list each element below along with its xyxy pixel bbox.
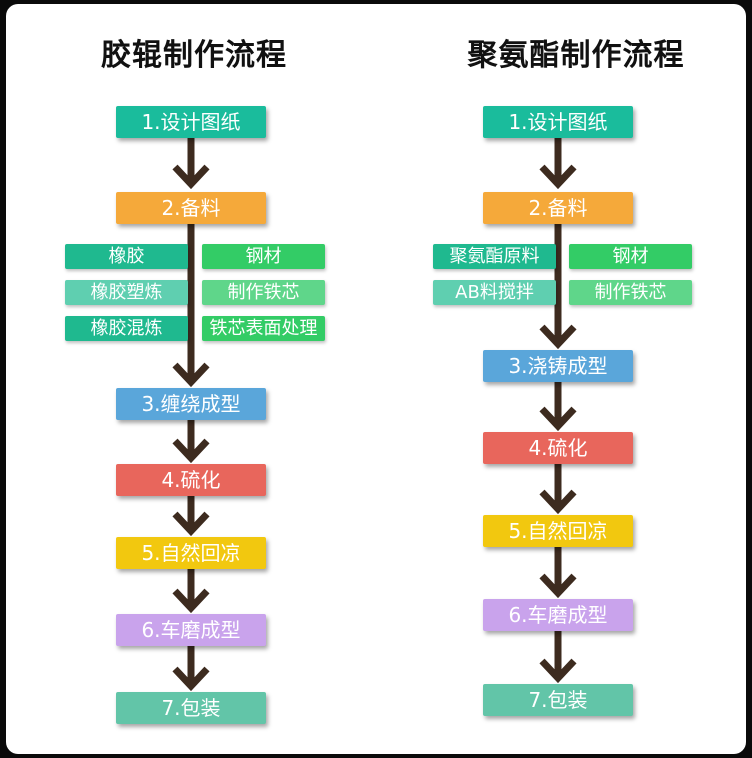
flow2-arrow-1-2 [539,164,577,190]
flow1-arrow-4-5 [172,511,210,537]
flow2-step-6: 6.车磨成型 [483,599,633,631]
flow1-step-5: 5.自然回凉 [116,537,266,569]
flow2-step-3: 3.浇铸成型 [483,350,633,382]
flow2-step-4: 4.硫化 [483,432,633,464]
flow1-material-right-1: 钢材 [202,244,325,269]
flow2-arrow-6-7 [539,658,577,684]
diagram-card: 胶辊制作流程 聚氨酯制作流程 1.设计图纸 2.备料 橡胶 橡胶塑炼 橡胶混炼 … [6,4,746,754]
flow2-step-1: 1.设计图纸 [483,106,633,138]
flow2-arrow-3-4 [539,406,577,432]
flow2-step-7: 7.包装 [483,684,633,716]
flow1-step-4: 4.硫化 [116,464,266,496]
flow2-material-left-2: AB料搅拌 [433,280,556,305]
flow1-step-7: 7.包装 [116,692,266,724]
flow2-arrow-5-6 [539,573,577,599]
flow1-arrow-6-7 [172,666,210,692]
flow2-arrow-4-5 [539,489,577,515]
flow1-arrow-1-2 [172,164,210,190]
flow2-arrow-2-3 [539,324,577,350]
connector-layer [172,138,577,692]
flow2-material-right-2: 制作铁芯 [569,280,692,305]
flow1-material-left-2: 橡胶塑炼 [65,280,188,305]
flow2-material-right-1: 钢材 [569,244,692,269]
flow-title-polyurethane: 聚氨酯制作流程 [467,38,685,73]
flow2-step-5: 5.自然回凉 [483,515,633,547]
flow-title-rubber-roller: 胶辊制作流程 [101,38,287,73]
flow1-step-3: 3.缠绕成型 [116,388,266,420]
flow1-step-6: 6.车磨成型 [116,614,266,646]
flow1-material-right-3: 铁芯表面处理 [202,316,325,341]
flow1-arrow-5-6 [172,588,210,614]
flow1-step-1: 1.设计图纸 [116,106,266,138]
flow1-arrow-3-4 [172,438,210,464]
flow1-material-left-3: 橡胶混炼 [65,316,188,341]
flow2-material-left-1: 聚氨酯原料 [433,244,556,269]
flow1-step-2: 2.备料 [116,192,266,224]
flow2-step-2: 2.备料 [483,192,633,224]
flow1-arrow-2-3 [172,362,210,388]
flow1-material-right-2: 制作铁芯 [202,280,325,305]
flow1-material-left-1: 橡胶 [65,244,188,269]
